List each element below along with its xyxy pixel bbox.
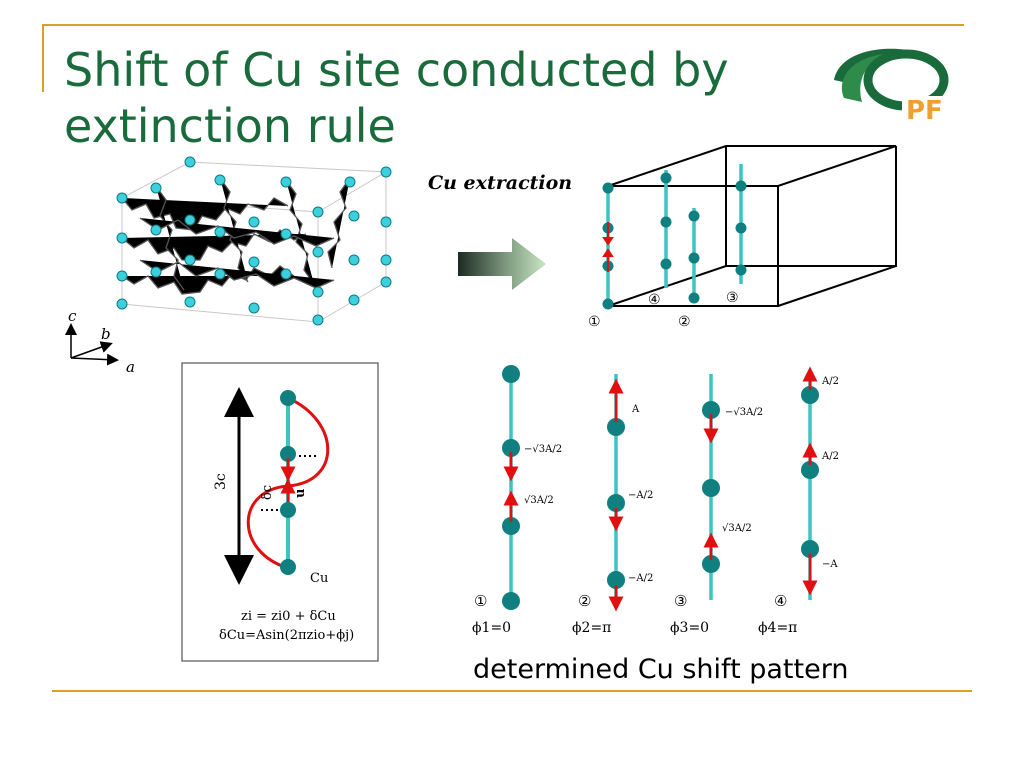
right-arrow-icon [458,238,546,290]
col4-label-1: A/2 [821,376,839,387]
col1-label-1: −√3A/2 [524,444,562,455]
slide-title: Shift of Cu site conducted by extinction… [64,42,824,154]
delta-c-label: δc [260,485,275,500]
shift-pattern-diagram: −√3A/2 √3A/2 ① ϕ1=0 A −A/2 −A/2 ② ϕ2=π −… [472,365,839,636]
site-3-label: ③ [726,290,739,306]
axis-c-label: c [68,307,77,325]
sine-shift-panel: 3c δc u Cu zi = zi0 + δCu δCu=Asin(2πzio… [181,362,379,662]
pattern-rods [509,374,812,602]
col3-number: ③ [674,592,687,610]
col4-label-2: A/2 [821,451,839,462]
site-2-label: ② [678,314,691,330]
height-3c-label: 3c [213,473,229,490]
site-4-label: ④ [648,292,661,308]
column-3: −√3A/2 √3A/2 ③ ϕ3=0 [670,401,763,636]
col1-number: ① [474,592,487,610]
col2-label-3: −A/2 [628,573,653,584]
axis-b-label: b [101,325,111,343]
u-label: u [293,489,308,498]
equation-2: δCu=Asin(2πzio+ϕj) [219,628,354,643]
left-rule [42,24,44,92]
box-edges [607,145,897,307]
pattern-caption: determined Cu shift pattern [473,654,849,685]
col2-number: ② [578,592,591,610]
top-rule [42,24,964,26]
cu-atoms [116,156,392,326]
pf-logo: PF [834,48,958,126]
col4-label-3: −A [822,559,838,570]
column-2: A −A/2 −A/2 ② ϕ2=π [572,378,653,636]
col1-label-2: √3A/2 [524,495,554,506]
cu-label: Cu [310,571,328,586]
equation-1: zi = zi0 + δCu [241,609,336,624]
site-1-label: ① [588,314,601,330]
cu-column-box: ① ② ④ ③ [588,145,897,330]
axis-a-label: a [126,358,135,376]
col2-label-2: −A/2 [628,490,653,501]
cu-extraction-label: Cu extraction [428,172,573,194]
crystal-structure [116,156,392,326]
shift-arrows [602,222,614,272]
column-1: −√3A/2 √3A/2 ① ϕ1=0 [472,365,562,636]
pf-logo-text: PF [906,96,943,126]
col3-label-1: −√3A/2 [725,407,763,418]
title-line-1: Shift of Cu site conducted by [64,43,729,97]
col3-label-2: √3A/2 [722,523,752,534]
cu-sites [602,172,747,310]
bottom-rule [52,690,972,692]
col4-number: ④ [774,592,787,610]
col3-phase: ϕ3=0 [670,620,709,636]
col2-phase: ϕ2=π [572,620,611,636]
col4-phase: ϕ4=π [758,620,797,636]
col1-phase: ϕ1=0 [472,620,511,636]
col2-label-1: A [631,404,640,415]
crystal-axes: c b a [65,307,135,376]
column-4: A/2 A/2 −A ④ ϕ4=π [758,366,839,636]
title-line-2: extinction rule [64,99,396,153]
